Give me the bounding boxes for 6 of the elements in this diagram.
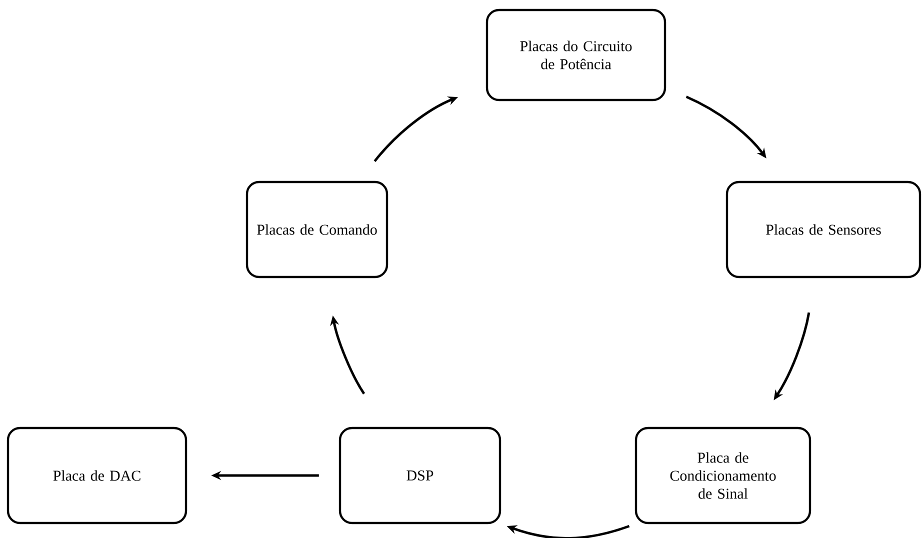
process-box: Placa de DAC — [6, 426, 188, 524]
process-box: Placas de Comando — [246, 180, 388, 278]
process-box: Placas de Sensores — [726, 180, 922, 278]
process-box: DSP — [338, 426, 502, 524]
process-box: Placas do Circuito de Potência — [486, 8, 666, 102]
process-box: Placa de Condicionamento de Sinal — [634, 426, 812, 524]
